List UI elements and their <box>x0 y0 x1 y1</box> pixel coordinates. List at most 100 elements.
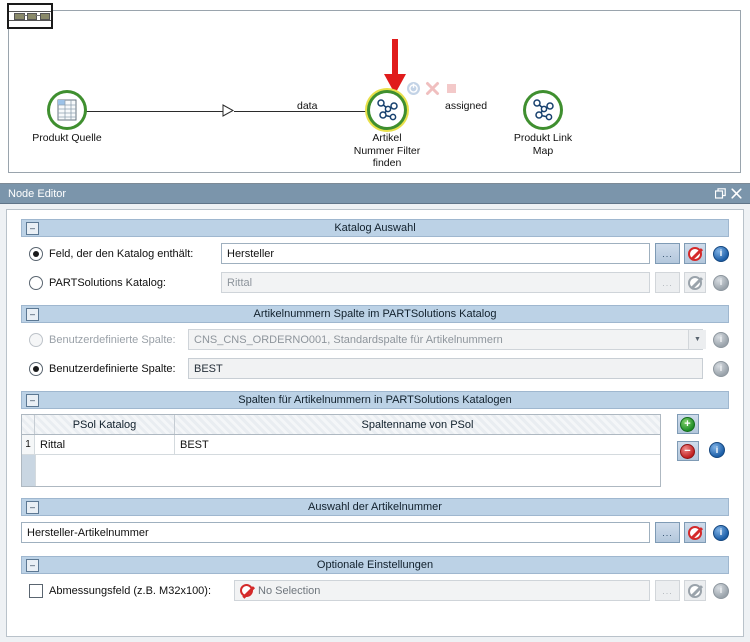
section-header[interactable]: – Optionale Einstellungen <box>21 556 729 574</box>
browse-button-artikelnummer[interactable]: ... <box>655 522 680 543</box>
section-header[interactable]: – Artikelnummern Spalte im PARTSolutions… <box>21 305 729 323</box>
graph-node-icon <box>377 99 398 121</box>
cell-psol-katalog[interactable]: Rittal <box>35 435 175 454</box>
browse-button-abmessungsfeld: ... <box>655 580 680 601</box>
minus-icon: − <box>680 443 695 459</box>
section-artikelnummern-spalte: – Artikelnummern Spalte im PARTSolutions… <box>21 305 729 381</box>
document-thumbnail[interactable] <box>7 3 53 29</box>
clear-no-entry-icon <box>684 580 706 601</box>
edge-label-data: data <box>297 100 318 112</box>
graph-node-icon <box>533 99 554 121</box>
edge-arrowhead-data <box>222 104 234 117</box>
radio-partsolutions-katalog[interactable] <box>29 275 43 290</box>
label-standardspalte: Benutzerdefinierte Spalte: <box>49 333 176 346</box>
input-abmessungsfeld: No Selection <box>234 580 650 601</box>
canvas-frame[interactable]: data assigned <box>8 10 741 173</box>
float-restore-icon[interactable] <box>712 186 728 202</box>
info-icon[interactable]: i <box>713 582 729 599</box>
graph-node-artikel-nummer-filter-finden[interactable]: Artikel Nummer Filter finden <box>327 93 447 170</box>
table-action-buttons: + − <box>661 414 707 487</box>
info-icon[interactable]: i <box>713 274 729 291</box>
input-partsolutions-katalog: Rittal <box>221 272 650 293</box>
info-icon[interactable]: i <box>713 360 729 377</box>
no-selection-value: No Selection <box>240 584 320 597</box>
input-benutzerdefinierte-spalte[interactable]: BEST <box>188 358 703 379</box>
row-standardspalte: Benutzerdefinierte Spalte: CNS_CNS_ORDER… <box>21 327 729 352</box>
section-title: Spalten für Artikelnummern in PARTSoluti… <box>238 394 512 406</box>
red-pointer-arrow <box>384 39 406 94</box>
collapse-toggle-icon[interactable]: – <box>26 500 39 514</box>
input-feld-katalog[interactable]: Hersteller <box>221 243 650 264</box>
node-label: Artikel Nummer Filter finden <box>353 132 421 169</box>
collapse-toggle-icon[interactable]: – <box>26 558 39 572</box>
chevron-down-icon[interactable]: ▼ <box>688 330 706 349</box>
cancel-icon[interactable] <box>424 80 441 97</box>
node-ring <box>50 93 84 127</box>
add-row-button[interactable]: + <box>676 414 699 434</box>
combo-standardspalte[interactable]: CNS_CNS_ORDERNO001, Standardspalte für A… <box>188 329 706 350</box>
node-ring <box>370 93 404 127</box>
node-editor-titlebar: Node Editor <box>0 184 750 204</box>
close-icon[interactable] <box>728 186 744 202</box>
graph-node-produkt-quelle[interactable]: Produkt Quelle <box>7 93 127 145</box>
section-header[interactable]: – Auswahl der Artikelnummer <box>21 498 729 516</box>
node-editor-body: – Katalog Auswahl Feld, der den Katalog … <box>6 209 744 637</box>
clear-no-entry-icon[interactable] <box>684 243 706 264</box>
execute-icon[interactable] <box>405 80 422 97</box>
info-icon[interactable]: i <box>713 245 729 262</box>
node-editor-panel: Node Editor – Katalog Auswahl Feld, der … <box>0 183 750 642</box>
table-empty-area <box>22 455 660 486</box>
column-header-spaltenname[interactable]: Spaltenname von PSol <box>361 418 474 431</box>
clear-no-entry-icon <box>684 272 706 293</box>
row-benutzerdefinierte-spalte: Benutzerdefinierte Spalte: BEST i <box>21 356 729 381</box>
row-hersteller-artikelnummer: Hersteller-Artikelnummer ... i <box>21 520 729 545</box>
section-title: Artikelnummern Spalte im PARTSolutions K… <box>253 308 497 320</box>
section-title: Optionale Einstellungen <box>316 559 434 571</box>
edge-data-line <box>61 111 231 112</box>
radio-standardspalte[interactable] <box>29 332 43 347</box>
collapse-toggle-icon[interactable]: – <box>26 393 39 407</box>
input-hersteller-artikelnummer[interactable]: Hersteller-Artikelnummer <box>21 522 650 543</box>
no-selection-text: No Selection <box>258 584 321 597</box>
section-title: Katalog Auswahl <box>334 222 416 234</box>
cell-spaltenname[interactable]: BEST <box>180 438 209 451</box>
checkbox-abmessungsfeld[interactable] <box>29 583 43 598</box>
graph-node-produkt-link-map[interactable]: Produkt Link Map <box>483 93 603 157</box>
info-icon[interactable]: i <box>713 331 729 348</box>
row-feld-katalog: Feld, der den Katalog enthält: Herstelle… <box>21 241 729 266</box>
node-label: Produkt Quelle <box>32 132 102 144</box>
remove-row-button[interactable]: − <box>676 441 699 461</box>
browse-button-partsolutions-katalog: ... <box>655 272 680 293</box>
edge-label-assigned: assigned <box>445 100 488 112</box>
radio-benutzerdefinierte-spalte[interactable] <box>29 361 43 376</box>
node-label: Produkt Link Map <box>513 132 573 157</box>
table-wrapper: PSol Katalog Spaltenname von PSol 1 Ritt… <box>21 414 729 487</box>
section-optionale-einstellungen: – Optionale Einstellungen Abmessungsfeld… <box>21 556 729 603</box>
clear-no-entry-icon[interactable] <box>684 522 706 543</box>
info-icon[interactable]: i <box>709 442 725 458</box>
section-spalten-tabelle: – Spalten für Artikelnummern in PARTSolu… <box>21 391 729 487</box>
row-abmessungsfeld: Abmessungsfeld (z.B. M32x100): No Select… <box>21 578 729 603</box>
info-icon[interactable]: i <box>713 524 729 541</box>
label-benutzerdefinierte-spalte: Benutzerdefinierte Spalte: <box>49 362 176 375</box>
column-header-psol-katalog[interactable]: PSol Katalog <box>35 415 175 434</box>
table-info-slot: i <box>707 414 729 487</box>
section-header[interactable]: – Spalten für Artikelnummern in PARTSolu… <box>21 391 729 409</box>
node-mini-toolbar[interactable] <box>405 80 460 97</box>
browse-button-feld-katalog[interactable]: ... <box>655 243 680 264</box>
section-auswahl-artikelnummer: – Auswahl der Artikelnummer Hersteller-A… <box>21 498 729 545</box>
psol-katalog-table[interactable]: PSol Katalog Spaltenname von PSol 1 Ritt… <box>21 414 661 487</box>
section-title: Auswahl der Artikelnummer <box>308 501 442 513</box>
table-row-selector-strip[interactable] <box>22 455 36 486</box>
stop-icon[interactable] <box>443 80 460 97</box>
column-header-index <box>22 415 35 434</box>
collapse-toggle-icon[interactable]: – <box>26 307 39 321</box>
section-header[interactable]: – Katalog Auswahl <box>21 219 729 237</box>
row-partsolutions-katalog: PARTSolutions Katalog: Rittal ... i <box>21 270 729 295</box>
radio-feld-katalog[interactable] <box>29 246 43 261</box>
collapse-toggle-icon[interactable]: – <box>26 221 39 235</box>
table-source-icon <box>57 99 77 121</box>
workflow-canvas[interactable]: data assigned <box>0 0 750 183</box>
edge-assigned-line <box>234 111 394 112</box>
table-row[interactable]: 1 Rittal BEST <box>22 435 660 455</box>
